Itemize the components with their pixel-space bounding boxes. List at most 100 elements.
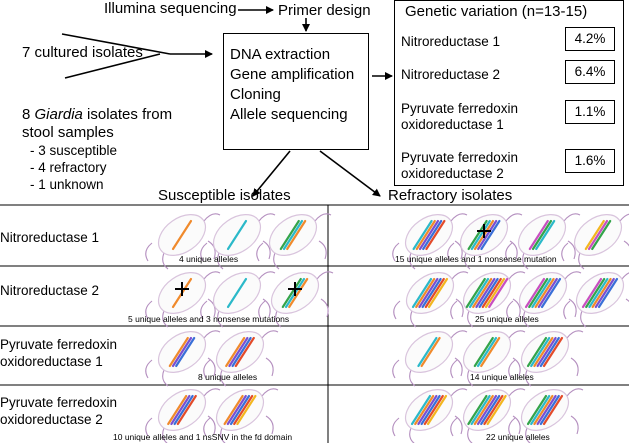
allele-line — [476, 336, 498, 368]
allele-line — [414, 394, 435, 426]
allele-line — [535, 219, 556, 251]
allele-line — [418, 277, 439, 309]
allele-line — [597, 277, 619, 309]
allele-line — [478, 277, 499, 309]
allele-line — [229, 394, 251, 426]
allele-line — [175, 336, 196, 368]
allele-line — [528, 219, 549, 251]
allele-line — [581, 277, 603, 309]
row-label-pfor1-line1: Pyruvate ferredoxin — [0, 337, 118, 352]
allele-line — [488, 277, 509, 309]
cell-pfor2-r3 — [508, 388, 584, 443]
allele-line — [426, 394, 448, 426]
allele-line — [528, 277, 549, 309]
allele-line — [536, 336, 557, 368]
process-box: DNA extraction Gene amplification Clonin… — [223, 33, 369, 150]
allele-line — [412, 219, 433, 251]
cell-nr1-s2 — [200, 213, 276, 270]
allele-line — [410, 394, 432, 426]
variation-value-nr1: 4.2% — [565, 27, 615, 51]
allele-line — [473, 394, 494, 426]
cell-nr1-s3 — [256, 213, 332, 270]
allele-line — [486, 394, 507, 426]
allele-line — [424, 277, 445, 309]
allele-line — [526, 394, 548, 426]
allele-line — [591, 277, 612, 309]
allele-line — [524, 277, 546, 309]
allele-line — [588, 277, 609, 309]
arrow-to-refractory — [319, 150, 381, 197]
allele-line — [173, 394, 194, 426]
allele-line — [170, 394, 191, 426]
allele-line — [425, 219, 446, 251]
cell-nr2-s3 — [258, 271, 334, 328]
stool-isolates-line1: 8 Giardia isolates from — [22, 106, 172, 123]
cell-nr2-r4 — [563, 271, 629, 328]
cell-pfor2-s1 — [145, 388, 221, 443]
allele-line — [540, 277, 562, 309]
cell-nr1-r2 — [447, 213, 523, 270]
variation-label-pfor1-line2: oxidoreductase 1 — [401, 117, 504, 132]
allele-line — [594, 277, 615, 309]
giardia-cells — [145, 213, 629, 443]
allele-line — [415, 277, 436, 309]
allele-line — [484, 277, 506, 309]
allele-line — [167, 394, 188, 426]
variation-value-pfor2: 1.6% — [565, 149, 615, 173]
row-label-nr1: Nitroreductase 1 — [0, 230, 100, 245]
row-label-nr2: Nitroreductase 2 — [0, 283, 100, 298]
allele-line — [473, 336, 494, 368]
cell-nr2-r1 — [393, 271, 469, 328]
caption-pfor2-refractory: 22 unique alleles — [486, 432, 550, 442]
cell-pfor2-r2 — [450, 388, 526, 443]
allele-line — [420, 336, 441, 368]
process-step-allele-sequencing: Allele sequencing — [230, 106, 348, 123]
cultured-isolates-label: 7 cultured isolates — [22, 44, 143, 61]
stool-line1-suffix: isolates from — [82, 106, 173, 123]
cell-pfor1-s2 — [203, 330, 279, 387]
cell-nr1-r1 — [392, 213, 468, 270]
cell-pfor1-s1 — [145, 330, 221, 387]
allele-line — [226, 219, 248, 251]
allele-line — [288, 277, 309, 309]
allele-line — [171, 219, 193, 251]
cell-nr2-r3 — [506, 271, 582, 328]
caption-nr2-refractory: 25 unique alleles — [475, 314, 539, 324]
cell-pfor1-r1 — [392, 330, 468, 387]
variation-label-pfor2-line2: oxidoreductase 2 — [401, 166, 504, 181]
allele-line — [234, 336, 255, 368]
allele-line — [286, 219, 307, 251]
allele-line — [539, 336, 560, 368]
allele-line — [542, 394, 564, 426]
allele-line — [591, 219, 612, 251]
variation-value-pfor1: 1.1% — [565, 100, 615, 124]
cell-pfor1-r3 — [508, 330, 584, 387]
stool-item-susceptible: - 3 susceptible — [30, 143, 118, 158]
allele-line — [427, 277, 449, 309]
allele-line — [417, 394, 438, 426]
process-step-cloning: Cloning — [230, 86, 281, 103]
allele-line — [176, 394, 197, 426]
allele-line — [470, 219, 491, 251]
allele-line — [530, 336, 551, 368]
nonsense-mutation-marker — [477, 224, 491, 238]
allele-line — [468, 277, 490, 309]
caption-pfor2-susceptible: 10 unique alleles and 1 nsSNV in the fd … — [113, 432, 293, 442]
allele-line — [537, 277, 558, 309]
stool-count-prefix: 8 — [22, 106, 35, 123]
allele-line — [223, 394, 244, 426]
allele-line — [226, 394, 247, 426]
allele-line — [228, 336, 249, 368]
cell-pfor1-r2 — [450, 330, 526, 387]
allele-line — [282, 219, 304, 251]
allele-line — [480, 336, 501, 368]
caption-nr2-susceptible: 5 unique alleles and 3 nonsense mutation… — [128, 314, 290, 324]
allele-line — [536, 394, 557, 426]
refractory-isolates-header: Refractory isolates — [388, 187, 513, 204]
susceptible-isolates-header: Susceptible isolates — [158, 187, 291, 204]
allele-line — [281, 277, 302, 309]
row-label-pfor2-line1: Pyruvate ferredoxin — [0, 395, 118, 410]
row-label-pfor1-line2: oxidoreductase 1 — [0, 354, 103, 369]
allele-line — [526, 336, 548, 368]
